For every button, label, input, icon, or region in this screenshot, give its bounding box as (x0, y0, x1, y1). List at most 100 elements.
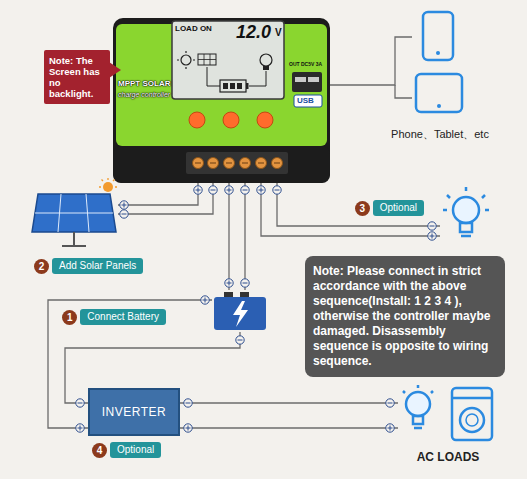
callout-number: 1 (62, 310, 77, 325)
ac-bulb-icon (406, 392, 430, 416)
control-button (257, 112, 273, 128)
terminal-block (193, 158, 283, 169)
phone-icon (436, 51, 440, 55)
bulb-icon (443, 187, 489, 236)
phone-icon (423, 12, 453, 60)
controller-body (113, 146, 330, 183)
wire (48, 300, 212, 428)
solar-panel-icon (32, 194, 116, 232)
lcd-screen (230, 83, 235, 89)
washing-machine-icon (452, 388, 492, 440)
solar-panel-icon (35, 194, 113, 232)
polarity-symbol (241, 186, 249, 194)
wire (244, 183, 245, 290)
controller-body (113, 18, 330, 183)
lcd-screen (177, 51, 195, 69)
lcd-screen (260, 54, 272, 66)
note-text: Note: Please connect in strict accordanc… (313, 264, 497, 369)
voltage-reading: 12.0 (236, 23, 271, 41)
callout-number: 2 (34, 259, 49, 274)
polarity-symbol (386, 424, 394, 432)
polarity-symbol (76, 399, 84, 407)
lcd-screen (181, 55, 191, 65)
usb-port (308, 77, 319, 82)
polarity-symbol (76, 424, 84, 432)
lcd-screen (198, 54, 216, 65)
step-label: Optional (110, 442, 161, 458)
inverter-label: INVERTER (102, 405, 166, 419)
wire (277, 183, 440, 226)
polarity-symbol (184, 424, 192, 432)
polarity-symbol (225, 186, 233, 194)
washing-machine-icon (452, 397, 492, 400)
usb-port (292, 72, 322, 92)
terminal-block (186, 152, 288, 174)
wire (118, 183, 213, 214)
polarity-symbol (225, 279, 233, 287)
lcd-screen (172, 21, 284, 99)
polarity-symbol (257, 186, 265, 194)
callout-number: 3 (355, 201, 370, 216)
controller-body (113, 18, 330, 183)
solar-panel: 2Add Solar Panels (28, 178, 118, 248)
callout-tag: 3Optional (355, 200, 424, 216)
battery-icon (214, 297, 266, 330)
load-label: AC LOADS (417, 450, 480, 464)
product-subtitle: charge controller (118, 91, 170, 98)
wire (228, 183, 229, 290)
callout-number: 4 (92, 443, 107, 458)
usb-port (295, 77, 306, 82)
lcd-screen (237, 83, 242, 89)
control-button (223, 112, 239, 128)
ac-bulb-icon (413, 416, 423, 424)
washing-machine-icon (466, 414, 478, 426)
phone-icon (423, 12, 453, 60)
charge-controller: LOAD ON 12.0 V MPPT SOLAR charge controller O… (113, 18, 330, 183)
voltage-unit: V (275, 28, 282, 38)
callout-tag: 2Add Solar Panels (34, 258, 143, 274)
step-label: Optional (373, 200, 424, 216)
tablet-icon (416, 74, 462, 112)
wire (118, 183, 198, 205)
lcd-screen (246, 83, 249, 89)
inverter-box: 4OptionalINVERTER (88, 388, 180, 436)
port-rating: OUT DC5V 3A (289, 62, 322, 67)
polarity-symbol (120, 201, 128, 209)
washing-machine-icon (452, 388, 492, 440)
lcd-screen (263, 66, 269, 70)
polarity-symbol (209, 186, 217, 194)
load-status: LOAD ON (175, 25, 212, 33)
note-text: Note: The Screen has no backlight. (49, 55, 105, 99)
product-name: MPPT SOLAR (118, 80, 170, 88)
battery: 1Connect Battery (212, 290, 268, 332)
ac-loads: AC LOADS (398, 385, 498, 445)
device-label: Phone、Tablet、etc (391, 128, 489, 141)
screen-note: Note: The Screen has no backlight. (44, 50, 110, 104)
lcd-screen (172, 21, 284, 99)
battery-icon (214, 292, 266, 330)
solar-panel-icon (99, 178, 117, 187)
solar-panel-icon (62, 232, 86, 246)
polarity-symbol (428, 232, 436, 240)
lcd-screen (223, 83, 228, 89)
control-button (189, 112, 273, 128)
tablet-icon (416, 74, 462, 112)
callout-tag: 1Connect Battery (62, 309, 166, 325)
polarity-symbol (241, 279, 249, 287)
wire (180, 402, 398, 403)
polarity-symbol (386, 399, 394, 407)
polarity-symbol (273, 186, 281, 194)
polarity-symbol (194, 186, 202, 194)
lcd-screen (220, 80, 246, 92)
polarity-symbol (201, 296, 209, 304)
bulb-icon (460, 223, 472, 232)
bulb-icon (453, 197, 479, 223)
polarity-symbol (428, 222, 436, 230)
battery-icon (240, 292, 249, 297)
ac-bulb-icon (403, 385, 433, 428)
device-group: Phone、Tablet、etc (412, 8, 468, 122)
polarity-symbol (120, 210, 128, 218)
battery-icon (224, 292, 233, 297)
